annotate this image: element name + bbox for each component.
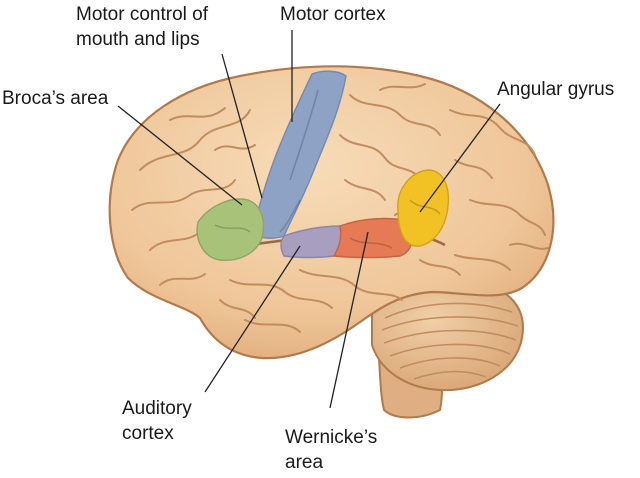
label-auditory-cortex: Auditory cortex bbox=[122, 396, 192, 446]
leader-motor-mouth bbox=[221, 53, 263, 199]
label-line: Angular gyrus bbox=[497, 79, 615, 100]
label-line: Wernicke’s bbox=[285, 427, 378, 448]
region-folds bbox=[214, 89, 441, 249]
label-angular-gyrus: Angular gyrus bbox=[497, 77, 614, 102]
cerebrum bbox=[108, 65, 555, 360]
broca-region bbox=[196, 198, 265, 261]
brain-sulci bbox=[131, 83, 549, 333]
cerebellum-folds bbox=[381, 302, 519, 380]
leader-wernicke bbox=[329, 231, 369, 409]
label-line: Motor control of bbox=[76, 4, 208, 25]
label-line: Broca’s area bbox=[2, 88, 109, 109]
label-motor-control-mouth-lips: Motor control of mouth and lips bbox=[76, 2, 208, 52]
leader-broca bbox=[117, 105, 243, 206]
leader-lines bbox=[117, 30, 501, 409]
label-line: Motor cortex bbox=[280, 4, 386, 25]
leader-auditory bbox=[204, 245, 301, 393]
label-motor-cortex: Motor cortex bbox=[280, 2, 386, 27]
wernicke-region bbox=[332, 217, 414, 259]
label-line: cortex bbox=[122, 423, 174, 444]
label-brocas-area: Broca’s area bbox=[2, 86, 108, 111]
leader-angular bbox=[419, 103, 501, 213]
label-line: Auditory bbox=[122, 398, 192, 419]
label-line: mouth and lips bbox=[76, 29, 200, 50]
label-wernickes-area: Wernicke’s area bbox=[285, 425, 377, 475]
label-line: area bbox=[285, 452, 324, 473]
